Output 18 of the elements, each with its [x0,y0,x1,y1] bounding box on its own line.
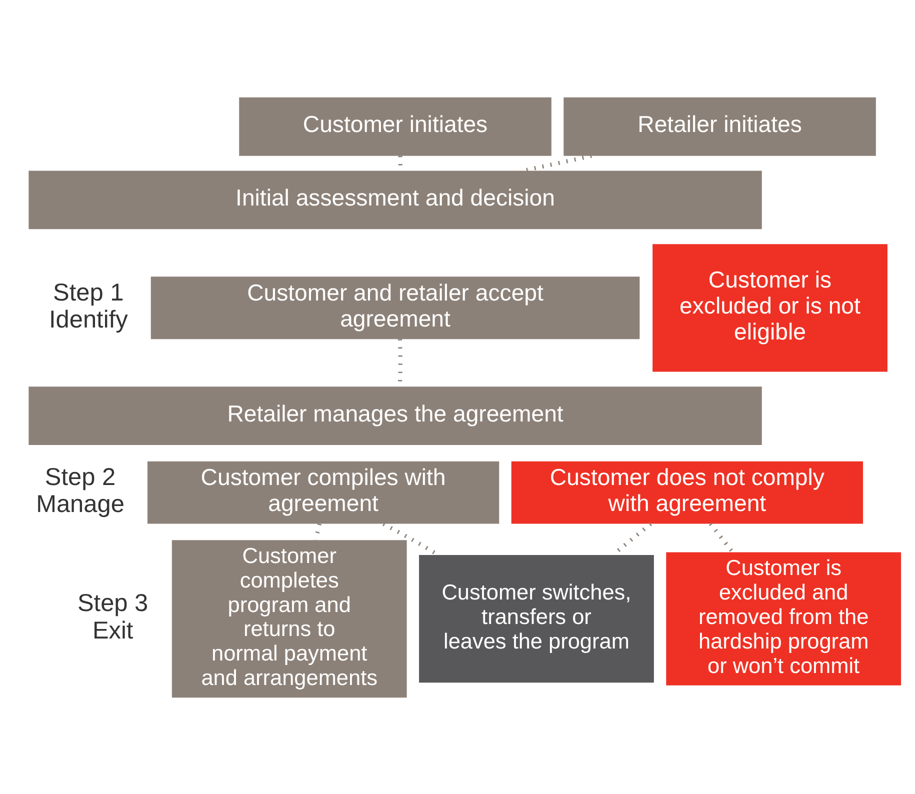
node-box: Customer compiles with agreement [147,460,500,524]
connector [523,153,592,172]
node-box: Customer is excluded or is not eligible [652,244,888,372]
node-box: Retailer manages the agreement [28,386,762,445]
node-box: Customer and retailer accept agreement [150,276,640,339]
label: Step 3 Exit [78,590,148,644]
connector [612,522,652,556]
node-box: Customer initiates [239,96,552,156]
node-box: Customer is excluded and removed from the hardship program or won’t commit [666,552,902,685]
connector [314,522,322,540]
label: Step 2 Manage [36,463,124,518]
node-box: Customer completes program and returns to normal payment and arrangements [172,540,407,698]
label: Step 1 Identify [49,278,128,333]
node-box: Retailer initiates [564,96,876,156]
node-box: Initial assessment and decision [28,170,762,229]
node-box: Customer switches, transfers or leaves the program [419,554,654,682]
connector [708,522,734,553]
node-box: Customer does not comply with agreement [511,460,864,524]
